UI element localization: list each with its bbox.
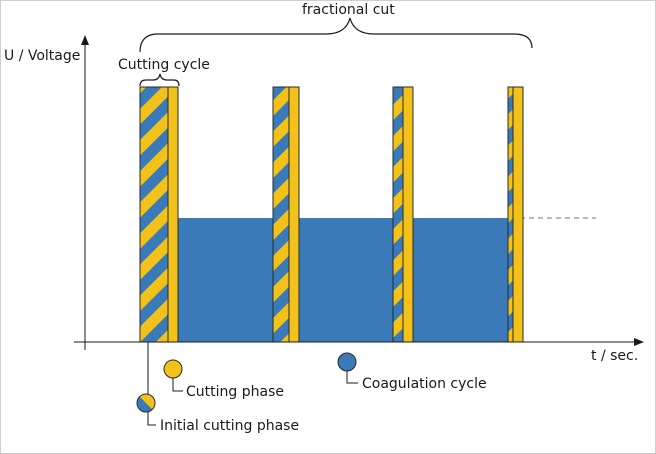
coagulation-cycle-callout: Coagulation cycle (337, 352, 487, 392)
coagulation-cycle-marker (337, 352, 357, 372)
cutting-cycle-label: Cutting cycle (118, 57, 210, 73)
initial-cutting-phase-bar (392, 86, 404, 343)
fractional-cut-brace (139, 17, 533, 53)
cutting-phase-bar (512, 86, 524, 343)
cutting-phase-label: Cutting phase (186, 384, 284, 400)
cutting-phase-bar (167, 86, 179, 343)
coagulation-plateau (178, 218, 508, 342)
cutting-pulse-3 (392, 86, 414, 343)
x-axis-label: t / sec. (591, 348, 638, 364)
coagulation-cycle-label: Coagulation cycle (362, 376, 487, 392)
cutting-phase-bar (288, 86, 300, 343)
initial-cutting-phase-callout: Initial cutting phase (136, 342, 299, 434)
cutting-pulse-2 (272, 86, 300, 343)
initial-cutting-phase-marker-half (136, 396, 153, 413)
cutting-phase-bar (402, 86, 414, 343)
initial-cutting-phase-label: Initial cutting phase (160, 418, 299, 434)
cutting-pulse-1 (139, 86, 179, 343)
y-axis-label: U / Voltage (4, 48, 80, 64)
cutting-phase-callout: Cutting phase (163, 359, 284, 400)
cutting-pulse-4 (507, 86, 524, 343)
initial-cutting-phase-bar (139, 86, 169, 343)
initial-cutting-phase-bar (272, 86, 290, 343)
cutting-cycle-brace (139, 73, 180, 87)
cutting-phase-marker (163, 359, 183, 379)
initial-cutting-phase-bar (507, 86, 514, 343)
fractional-cut-label: fractional cut (302, 2, 395, 18)
